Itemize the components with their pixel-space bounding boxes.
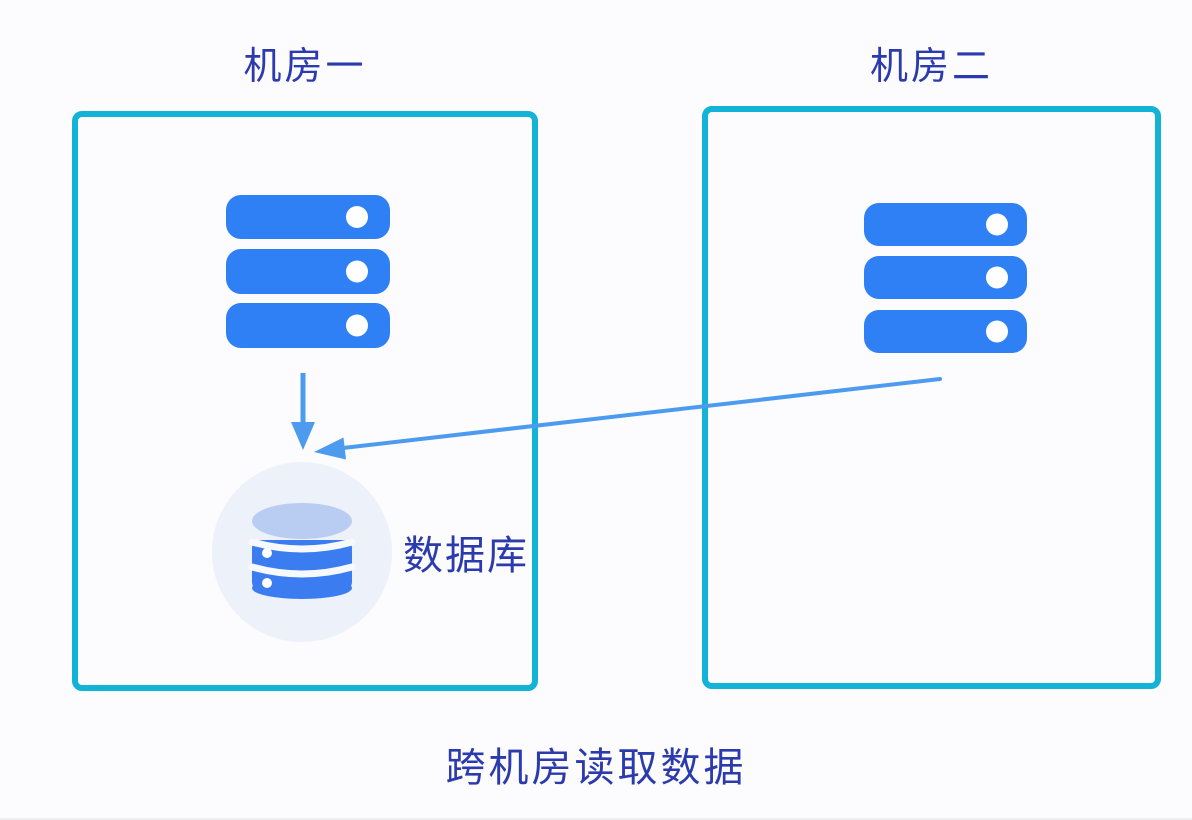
room1-box (72, 111, 538, 691)
arrow-left-icon (314, 377, 942, 460)
server-stack-icon (226, 195, 390, 348)
room2-box (702, 106, 1161, 689)
server-stack-icon (864, 203, 1027, 353)
database-label: 数据库 (403, 534, 529, 578)
room1-title: 机房一 (243, 46, 367, 88)
page-bottom-edge (0, 818, 1192, 820)
arrow-down-icon (291, 373, 315, 450)
room2-title: 机房二 (869, 46, 993, 88)
database-cylinder-icon (248, 503, 356, 599)
diagram-caption: 跨机房读取数据 (445, 746, 747, 790)
